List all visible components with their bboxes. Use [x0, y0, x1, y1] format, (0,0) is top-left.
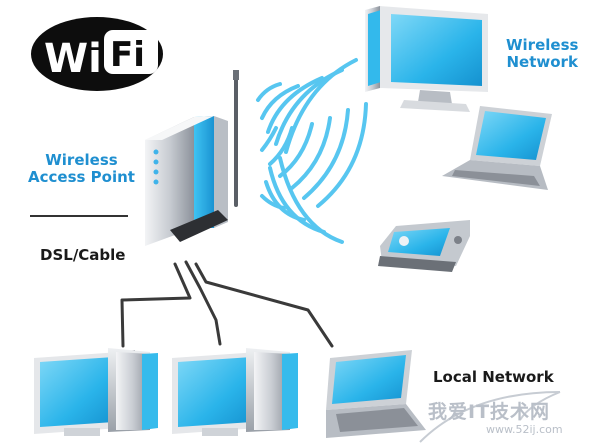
watermark-text: 我爱IT技术网: [428, 401, 551, 423]
watermark-url: www.52ij.com: [486, 423, 563, 436]
dsl-cable-label: DSL/Cable: [40, 246, 126, 264]
wireless-waves: [256, 58, 368, 244]
router-icon: [145, 70, 239, 246]
desktop-computer-icon: [34, 348, 158, 436]
wireless-access-point-label: Wireless Access Point: [28, 151, 135, 186]
desktop-computer-icon: [172, 348, 298, 436]
laptop-icon: [326, 350, 426, 438]
wifi-logo: Wi Fi: [31, 17, 163, 91]
desktop-computer-icon: [365, 6, 488, 112]
wireless-network-label: Wireless Network: [506, 36, 579, 71]
svg-text:Wi: Wi: [44, 36, 102, 82]
watermark-logo: [419, 391, 561, 443]
laptop-icon: [442, 106, 552, 190]
network-cables: [120, 260, 334, 348]
smartphone-icon: [378, 220, 470, 272]
svg-text:Fi: Fi: [110, 35, 145, 75]
local-network-label: Local Network: [433, 368, 554, 386]
